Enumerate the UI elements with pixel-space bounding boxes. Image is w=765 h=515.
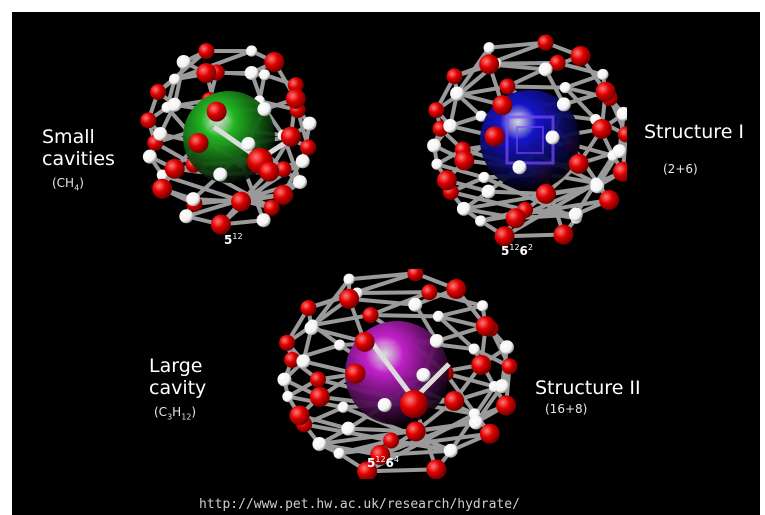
structure-ii-ratio: (16+8) (545, 402, 588, 416)
small-cavities-guest: (CH4) (52, 176, 84, 193)
medium-cage-51262-icon (427, 34, 627, 247)
caption-51262: 51262 (501, 243, 533, 258)
large-cage-51264-icon (277, 269, 518, 479)
small-cavities-title: Small cavities (42, 126, 115, 170)
small-cage-512-icon (140, 43, 317, 235)
hydrate-diagram: Small cavities (CH4) 512 Structure I (2+… (12, 12, 760, 515)
caption-512: 512 (224, 232, 243, 247)
caption-51264: 51264 (367, 455, 399, 470)
source-url: http://www.pet.hw.ac.uk/research/hydrate… (199, 497, 520, 512)
large-cavity-title: Large cavity (149, 355, 207, 399)
large-cavity-guest: (C3H12) (154, 405, 197, 422)
structure-ii-title: Structure II (535, 377, 641, 399)
structure-i-ratio: (2+6) (663, 162, 698, 176)
structure-i-title: Structure I (644, 121, 745, 143)
